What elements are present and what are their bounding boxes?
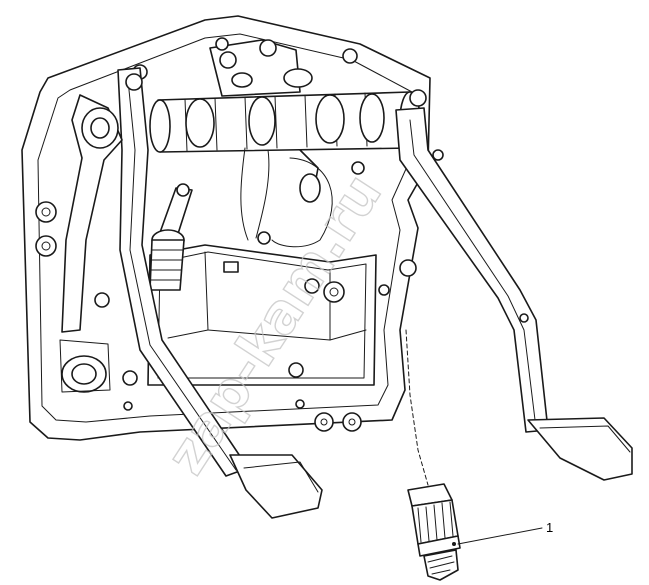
callout-1: 1 — [457, 520, 553, 545]
cross-shaft — [149, 91, 421, 153]
clutch-pedal — [117, 67, 323, 519]
leader-dashed — [405, 329, 429, 486]
top-bracket — [132, 37, 358, 97]
mounting-plate — [21, 15, 431, 441]
watermark: zap-kam.ru — [154, 163, 394, 485]
callout-number: 1 — [546, 520, 553, 535]
left-lever — [59, 94, 123, 393]
return-spring — [240, 147, 333, 248]
pedal-switch — [407, 483, 461, 581]
fasteners — [35, 161, 417, 432]
pedal-bracket-box — [147, 244, 377, 386]
brake-pedal — [395, 89, 633, 481]
clutch-pushrod — [149, 183, 193, 291]
